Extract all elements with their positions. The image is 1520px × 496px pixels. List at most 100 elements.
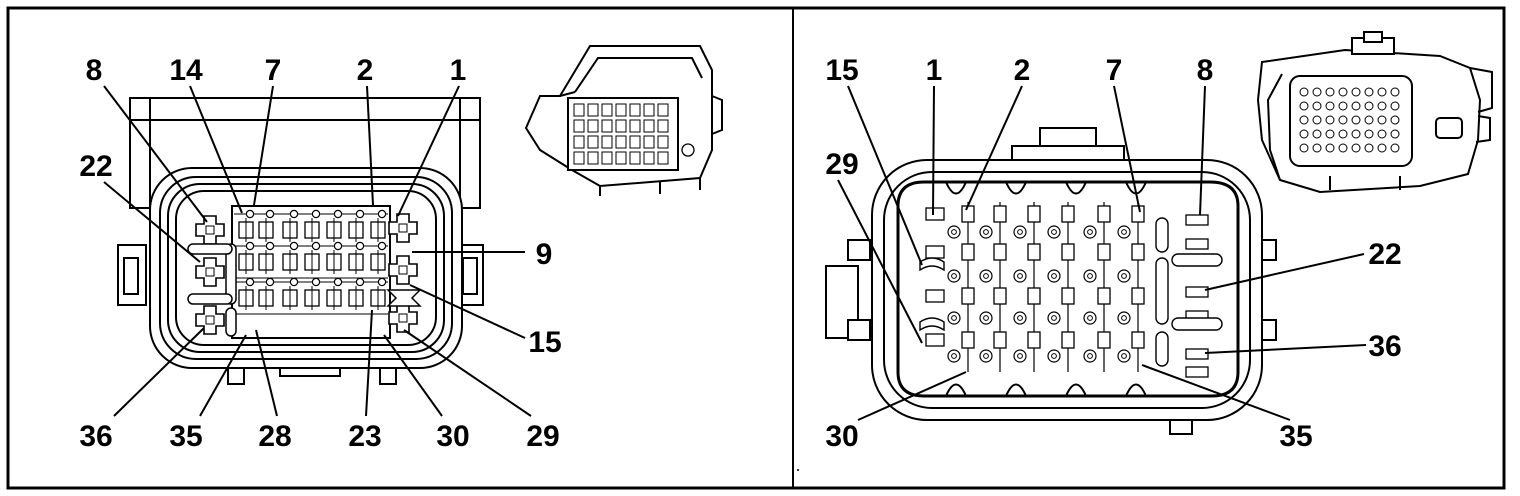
right-left-pin — [925, 207, 945, 221]
left-terminal-seal — [245, 277, 255, 287]
right-terminal — [961, 205, 975, 223]
left-terminal-seal — [333, 277, 343, 287]
right-terminal — [1061, 287, 1075, 305]
right-label-36: 36 — [1368, 330, 1401, 363]
right-terminal — [961, 243, 975, 261]
left-label-35: 35 — [169, 420, 202, 453]
right-seal-bar — [1171, 317, 1223, 331]
left-label-29: 29 — [526, 420, 559, 453]
right-label-22: 22 — [1368, 238, 1401, 271]
left-label-23: 23 — [348, 420, 381, 453]
right-terminal — [993, 243, 1007, 261]
right-vertical-rib — [1155, 257, 1169, 325]
right-vertical-rib — [1155, 331, 1169, 367]
right-terminal — [1097, 287, 1111, 305]
right-terminal — [1027, 243, 1041, 261]
left-terminal-seal — [355, 241, 365, 251]
right-terminal-grid — [919, 202, 1145, 372]
left-large-cavities — [187, 213, 422, 335]
right-connector-thumbnail — [1256, 31, 1493, 194]
right-terminal — [993, 287, 1007, 305]
right-terminal — [961, 287, 975, 305]
left-label-14: 14 — [169, 54, 203, 87]
stray-dot — [797, 469, 799, 471]
left-pin-labels: 8 14 7 2 1 22 9 15 36 35 28 23 30 29 — [79, 54, 561, 453]
left-terminal-seal — [289, 209, 299, 219]
left-terminal-seal — [311, 277, 321, 287]
left-terminal-seal — [333, 241, 343, 251]
right-terminal — [1131, 205, 1145, 223]
left-grid-rib — [225, 243, 237, 305]
right-label-1: 1 — [926, 54, 943, 87]
left-label-1: 1 — [450, 54, 467, 87]
right-label-15: 15 — [825, 54, 858, 87]
right-side-slots — [1155, 214, 1223, 378]
right-label-29: 29 — [825, 148, 858, 181]
right-slot — [1185, 348, 1209, 360]
right-terminal — [1061, 205, 1075, 223]
right-slot — [1185, 214, 1209, 226]
right-terminal — [1027, 331, 1041, 349]
left-label-15: 15 — [528, 326, 561, 359]
right-terminal — [1061, 331, 1075, 349]
right-terminal — [993, 331, 1007, 349]
right-keyway — [919, 257, 945, 272]
right-terminal — [1131, 243, 1145, 261]
left-seal-bar — [187, 293, 233, 305]
left-terminal-seal — [377, 277, 387, 287]
right-label-2: 2 — [1014, 54, 1031, 87]
left-seal-bar — [187, 243, 233, 255]
left-terminal-seal — [289, 241, 299, 251]
right-connector-view: 15 1 2 7 8 29 22 36 30 35 — [825, 31, 1493, 453]
left-label-22: 22 — [79, 150, 112, 183]
left-terminal-seal — [311, 209, 321, 219]
right-terminal — [1131, 287, 1145, 305]
right-terminal — [1097, 331, 1111, 349]
left-terminal-seal — [377, 241, 387, 251]
right-terminal — [1097, 243, 1111, 261]
left-terminal-seal — [377, 209, 387, 219]
left-terminal-seal — [333, 209, 343, 219]
right-keyway — [919, 317, 945, 332]
left-terminal-seal — [355, 277, 365, 287]
right-vertical-rib — [1155, 217, 1169, 253]
left-terminal-seal — [289, 277, 299, 287]
left-connector-thumbnail — [524, 45, 723, 196]
left-terminal-grid — [225, 205, 391, 339]
right-label-8: 8 — [1197, 54, 1214, 87]
right-terminal — [993, 205, 1007, 223]
right-slot — [1185, 238, 1209, 250]
right-terminal — [1131, 331, 1145, 349]
left-label-2: 2 — [357, 54, 374, 87]
left-terminal-seal — [265, 277, 275, 287]
left-label-28: 28 — [258, 420, 291, 453]
right-slot — [1185, 366, 1209, 378]
left-label-9: 9 — [536, 238, 553, 271]
left-label-8: 8 — [86, 54, 103, 87]
left-terminal-seal — [265, 209, 275, 219]
right-terminal — [1097, 205, 1111, 223]
right-label-35: 35 — [1279, 420, 1312, 453]
right-label-7: 7 — [1106, 54, 1123, 87]
figure-frame — [6, 6, 1506, 490]
right-left-pin — [925, 245, 945, 259]
right-pin-labels: 15 1 2 7 8 29 22 36 30 35 — [825, 54, 1401, 453]
left-leader-lines — [103, 85, 532, 417]
right-leader-lines — [837, 85, 1367, 421]
left-terminal-seal — [311, 241, 321, 251]
left-terminal-seal — [355, 209, 365, 219]
right-slot — [1185, 286, 1209, 298]
right-terminal — [1027, 287, 1041, 305]
right-seal-bar — [1171, 253, 1223, 267]
right-left-pin — [925, 289, 945, 303]
left-terminal-seal — [245, 241, 255, 251]
right-terminal — [1027, 205, 1041, 223]
left-label-36: 36 — [79, 420, 112, 453]
left-label-30: 30 — [436, 420, 469, 453]
right-terminal — [961, 331, 975, 349]
left-grid-rib — [225, 307, 237, 337]
left-terminal-seal — [265, 241, 275, 251]
left-terminal-seal — [245, 209, 255, 219]
right-label-30: 30 — [825, 420, 858, 453]
left-label-7: 7 — [265, 54, 282, 87]
